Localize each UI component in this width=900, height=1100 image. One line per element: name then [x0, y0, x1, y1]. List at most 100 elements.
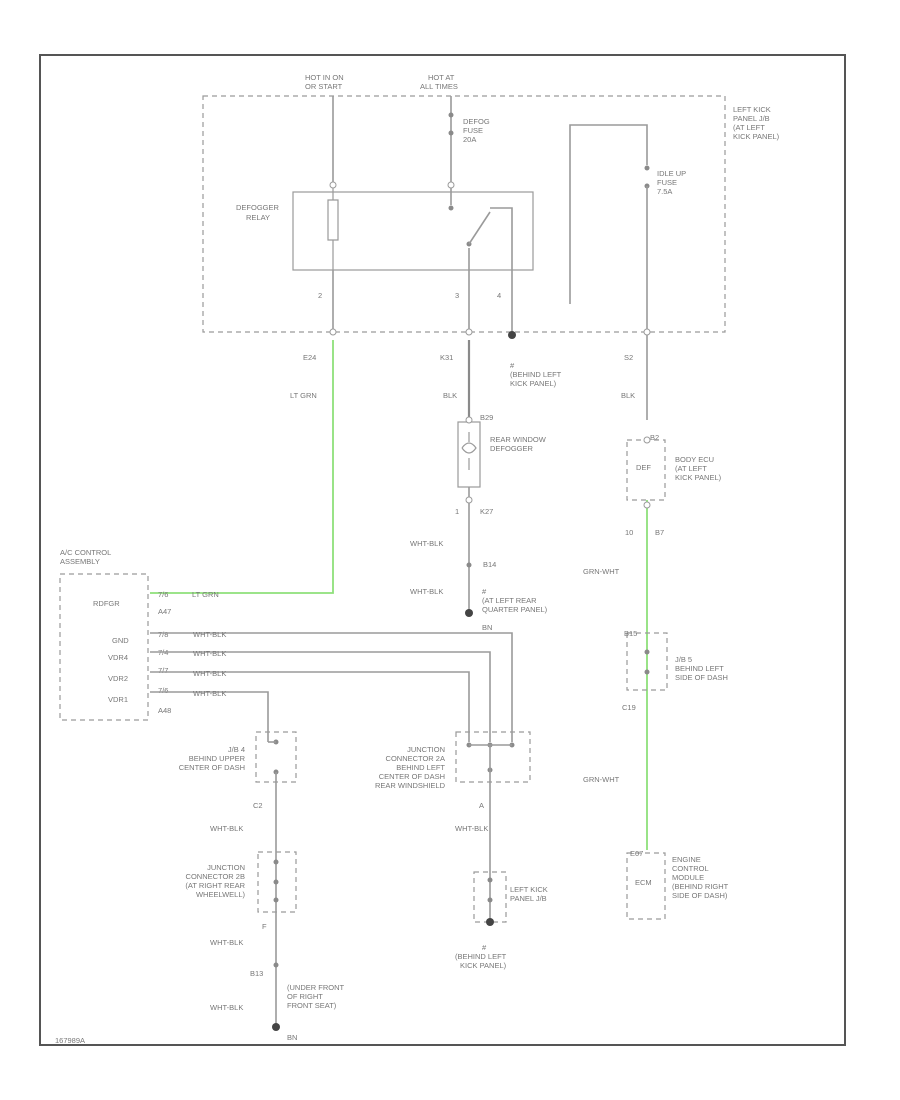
jb5-fuse: [644, 649, 650, 675]
ground-bn2: BN: [287, 1033, 297, 1042]
pin-f: F: [262, 922, 267, 931]
wire-vdr1: [150, 691, 269, 742]
ecm-short: ECM: [635, 878, 652, 887]
conn-c2: C2: [253, 801, 263, 810]
conn-k31: K31: [440, 353, 453, 362]
wht-blk-wire-4: WHT-BLK: [193, 689, 226, 698]
wht-blk-4: WHT-BLK: [455, 824, 488, 833]
splice-b14: [466, 562, 472, 568]
wht-blk-wire-2: WHT-BLK: [193, 649, 226, 658]
pin-3: 3: [455, 291, 459, 300]
wire-internal-bus: [569, 124, 648, 304]
conn-a48: A48: [158, 706, 171, 715]
ac-pin-rdfgr: RDFGR: [93, 599, 120, 608]
conn-e07: E07: [630, 849, 643, 858]
conn-b29: B29: [480, 413, 493, 422]
relay-coil: [327, 183, 339, 270]
rear-window-defogger-box: [457, 421, 481, 488]
ac-pin-num-2: 7/8: [158, 630, 168, 639]
terminal-markers: [329, 181, 651, 509]
splice-b13: [273, 962, 279, 968]
junction-2b-box: [257, 851, 297, 913]
ac-pin-num-1: 7/6: [158, 590, 168, 599]
grn-wht-2: GRN-WHT: [583, 775, 620, 784]
conn-k27: K27: [480, 507, 493, 516]
diagram-frame: [39, 54, 846, 1046]
wht-blk-6: WHT-BLK: [210, 1003, 243, 1012]
conn-b7: B7: [655, 528, 664, 537]
pin-2: 2: [318, 291, 322, 300]
ac-pin-vdr1: VDR1: [108, 695, 128, 704]
wht-blk-wire-3: WHT-BLK: [193, 669, 226, 678]
blk-label-1: BLK: [443, 391, 457, 400]
junction-2a-box: [455, 731, 531, 783]
conn-b2: B2: [650, 433, 659, 442]
ac-pin-vdr4: VDR4: [108, 653, 128, 662]
wire-lt-grn-ac: LT GRN: [192, 590, 219, 599]
jb5-box: [626, 632, 668, 691]
ground-under-seat: [272, 1023, 280, 1031]
junction-2b-pins: [273, 859, 279, 903]
ecm-box: [626, 852, 666, 920]
conn-c19: C19: [622, 703, 636, 712]
footer-code: 167989A: [55, 1036, 85, 1045]
wht-blk-5: WHT-BLK: [210, 938, 243, 947]
def-label: DEF: [636, 463, 651, 472]
ground-relay: [508, 331, 516, 339]
pin-a: A: [479, 801, 484, 810]
ground-left-kick-2: [486, 918, 494, 926]
lt-grn-label: LT GRN: [290, 391, 317, 400]
conn-b14: B14: [483, 560, 496, 569]
pin-10: 10: [625, 528, 633, 537]
conn-a47: A47: [158, 607, 171, 616]
wht-blk-wire-1: WHT-BLK: [193, 630, 226, 639]
wire-gnd: [150, 632, 513, 742]
pin-1: 1: [455, 507, 459, 516]
wire-vdr2: [150, 671, 470, 742]
wire-lt-grn: [150, 340, 334, 594]
relay-switch: [448, 183, 513, 270]
wht-blk-1: WHT-BLK: [410, 539, 443, 548]
grn-wht-1: GRN-WHT: [583, 567, 620, 576]
ac-pin-num-5: 7/6: [158, 686, 168, 695]
left-kick-jb2-box: [473, 871, 507, 923]
defog-fuse: [448, 112, 454, 136]
jb4-fuse: [273, 739, 279, 775]
idle-up-fuse: [644, 165, 650, 189]
ac-control-box: [59, 573, 149, 721]
conn-b13: B13: [250, 969, 263, 978]
conn-b15: B15: [624, 629, 637, 638]
pin-4: 4: [497, 291, 501, 300]
ac-pin-num-4: 7/7: [158, 666, 168, 675]
conn-e24: E24: [303, 353, 316, 362]
defogger-element: [461, 432, 477, 470]
ground-left-rear: [465, 609, 473, 617]
left-kick-jb-boundary: [202, 95, 726, 333]
defogger-relay-box: [292, 191, 534, 271]
conn-s2: S2: [624, 353, 633, 362]
ac-pin-gnd: GND: [112, 636, 129, 645]
wire-vdr4: [150, 651, 491, 742]
wht-blk-2: WHT-BLK: [410, 587, 443, 596]
left-kick-jb2-pins: [487, 877, 493, 903]
ac-pin-vdr2: VDR2: [108, 674, 128, 683]
